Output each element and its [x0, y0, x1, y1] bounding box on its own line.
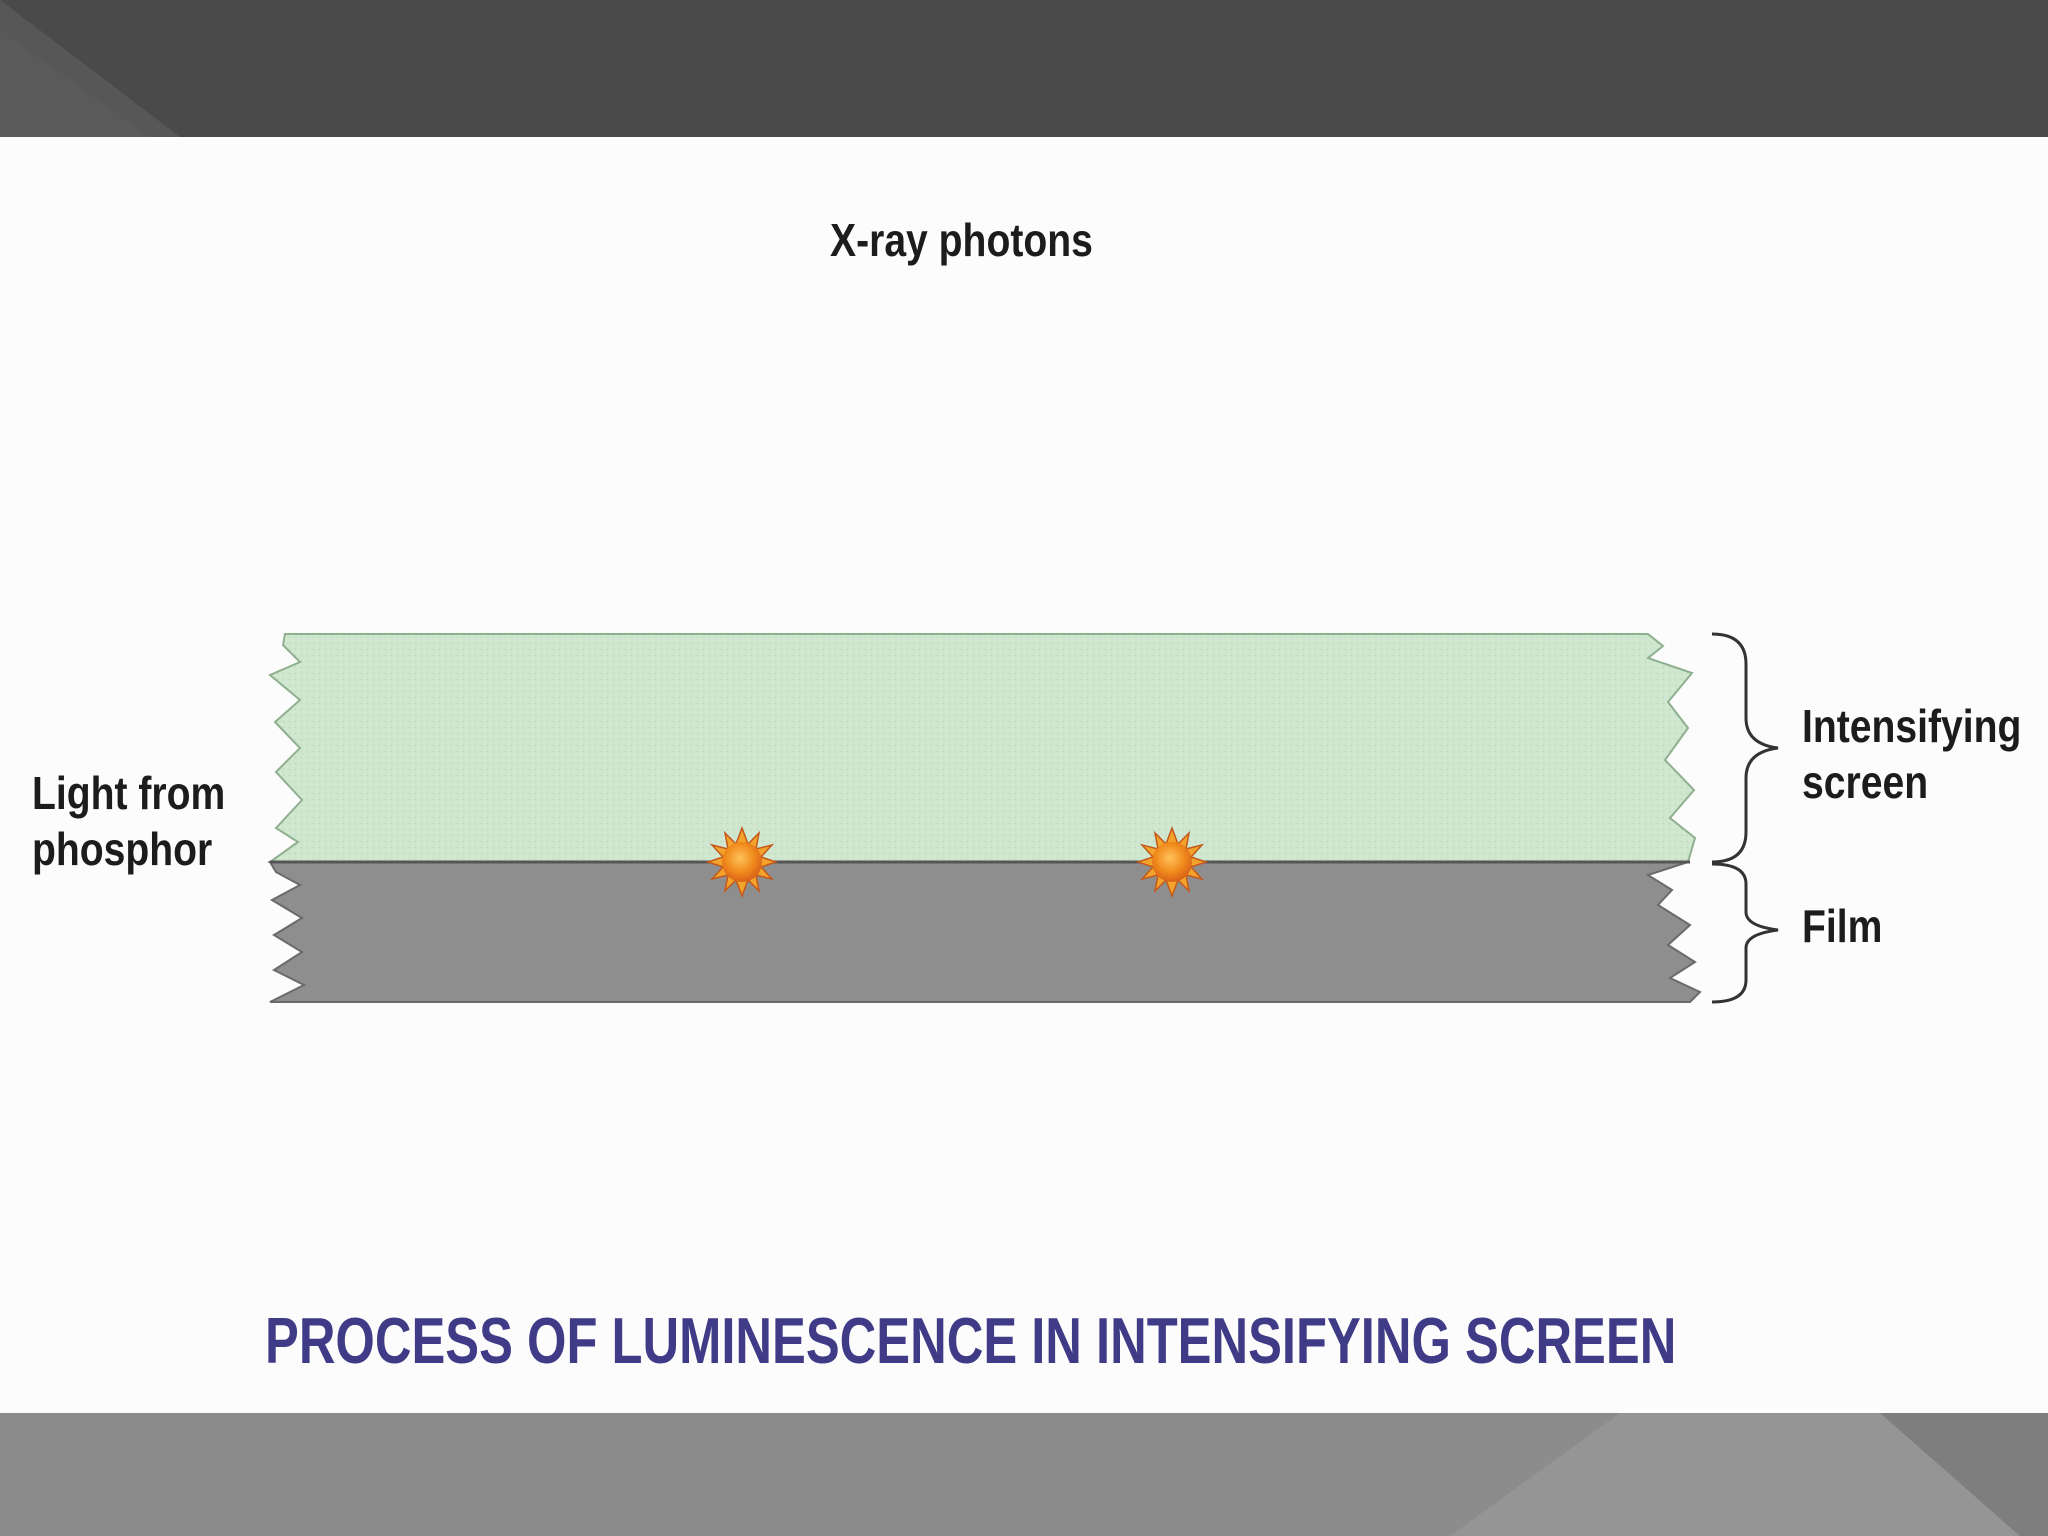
footer-decoration	[1450, 1413, 2048, 1536]
film-brace	[1711, 862, 1779, 1004]
intensifying-screen-label: Intensifying screen	[1802, 700, 2022, 808]
slide-header-band	[0, 0, 2048, 137]
intensifying-screen-brace	[1711, 632, 1779, 864]
slide-caption: PROCESS OF LUMINESCENCE IN INTENSIFYING …	[265, 1304, 1677, 1377]
xray-photons-label: X-ray photons	[830, 214, 1093, 266]
film-label: Film	[1802, 900, 1883, 952]
header-decoration	[0, 0, 180, 137]
intensifying-screen-layer	[266, 633, 1697, 863]
light-from-phosphor-label: Light from phosphor	[32, 767, 226, 875]
light-burst-left	[705, 825, 779, 899]
light-burst-right	[1135, 825, 1209, 899]
film-layer	[268, 861, 1702, 1003]
slide-footer-band	[0, 1413, 2048, 1536]
